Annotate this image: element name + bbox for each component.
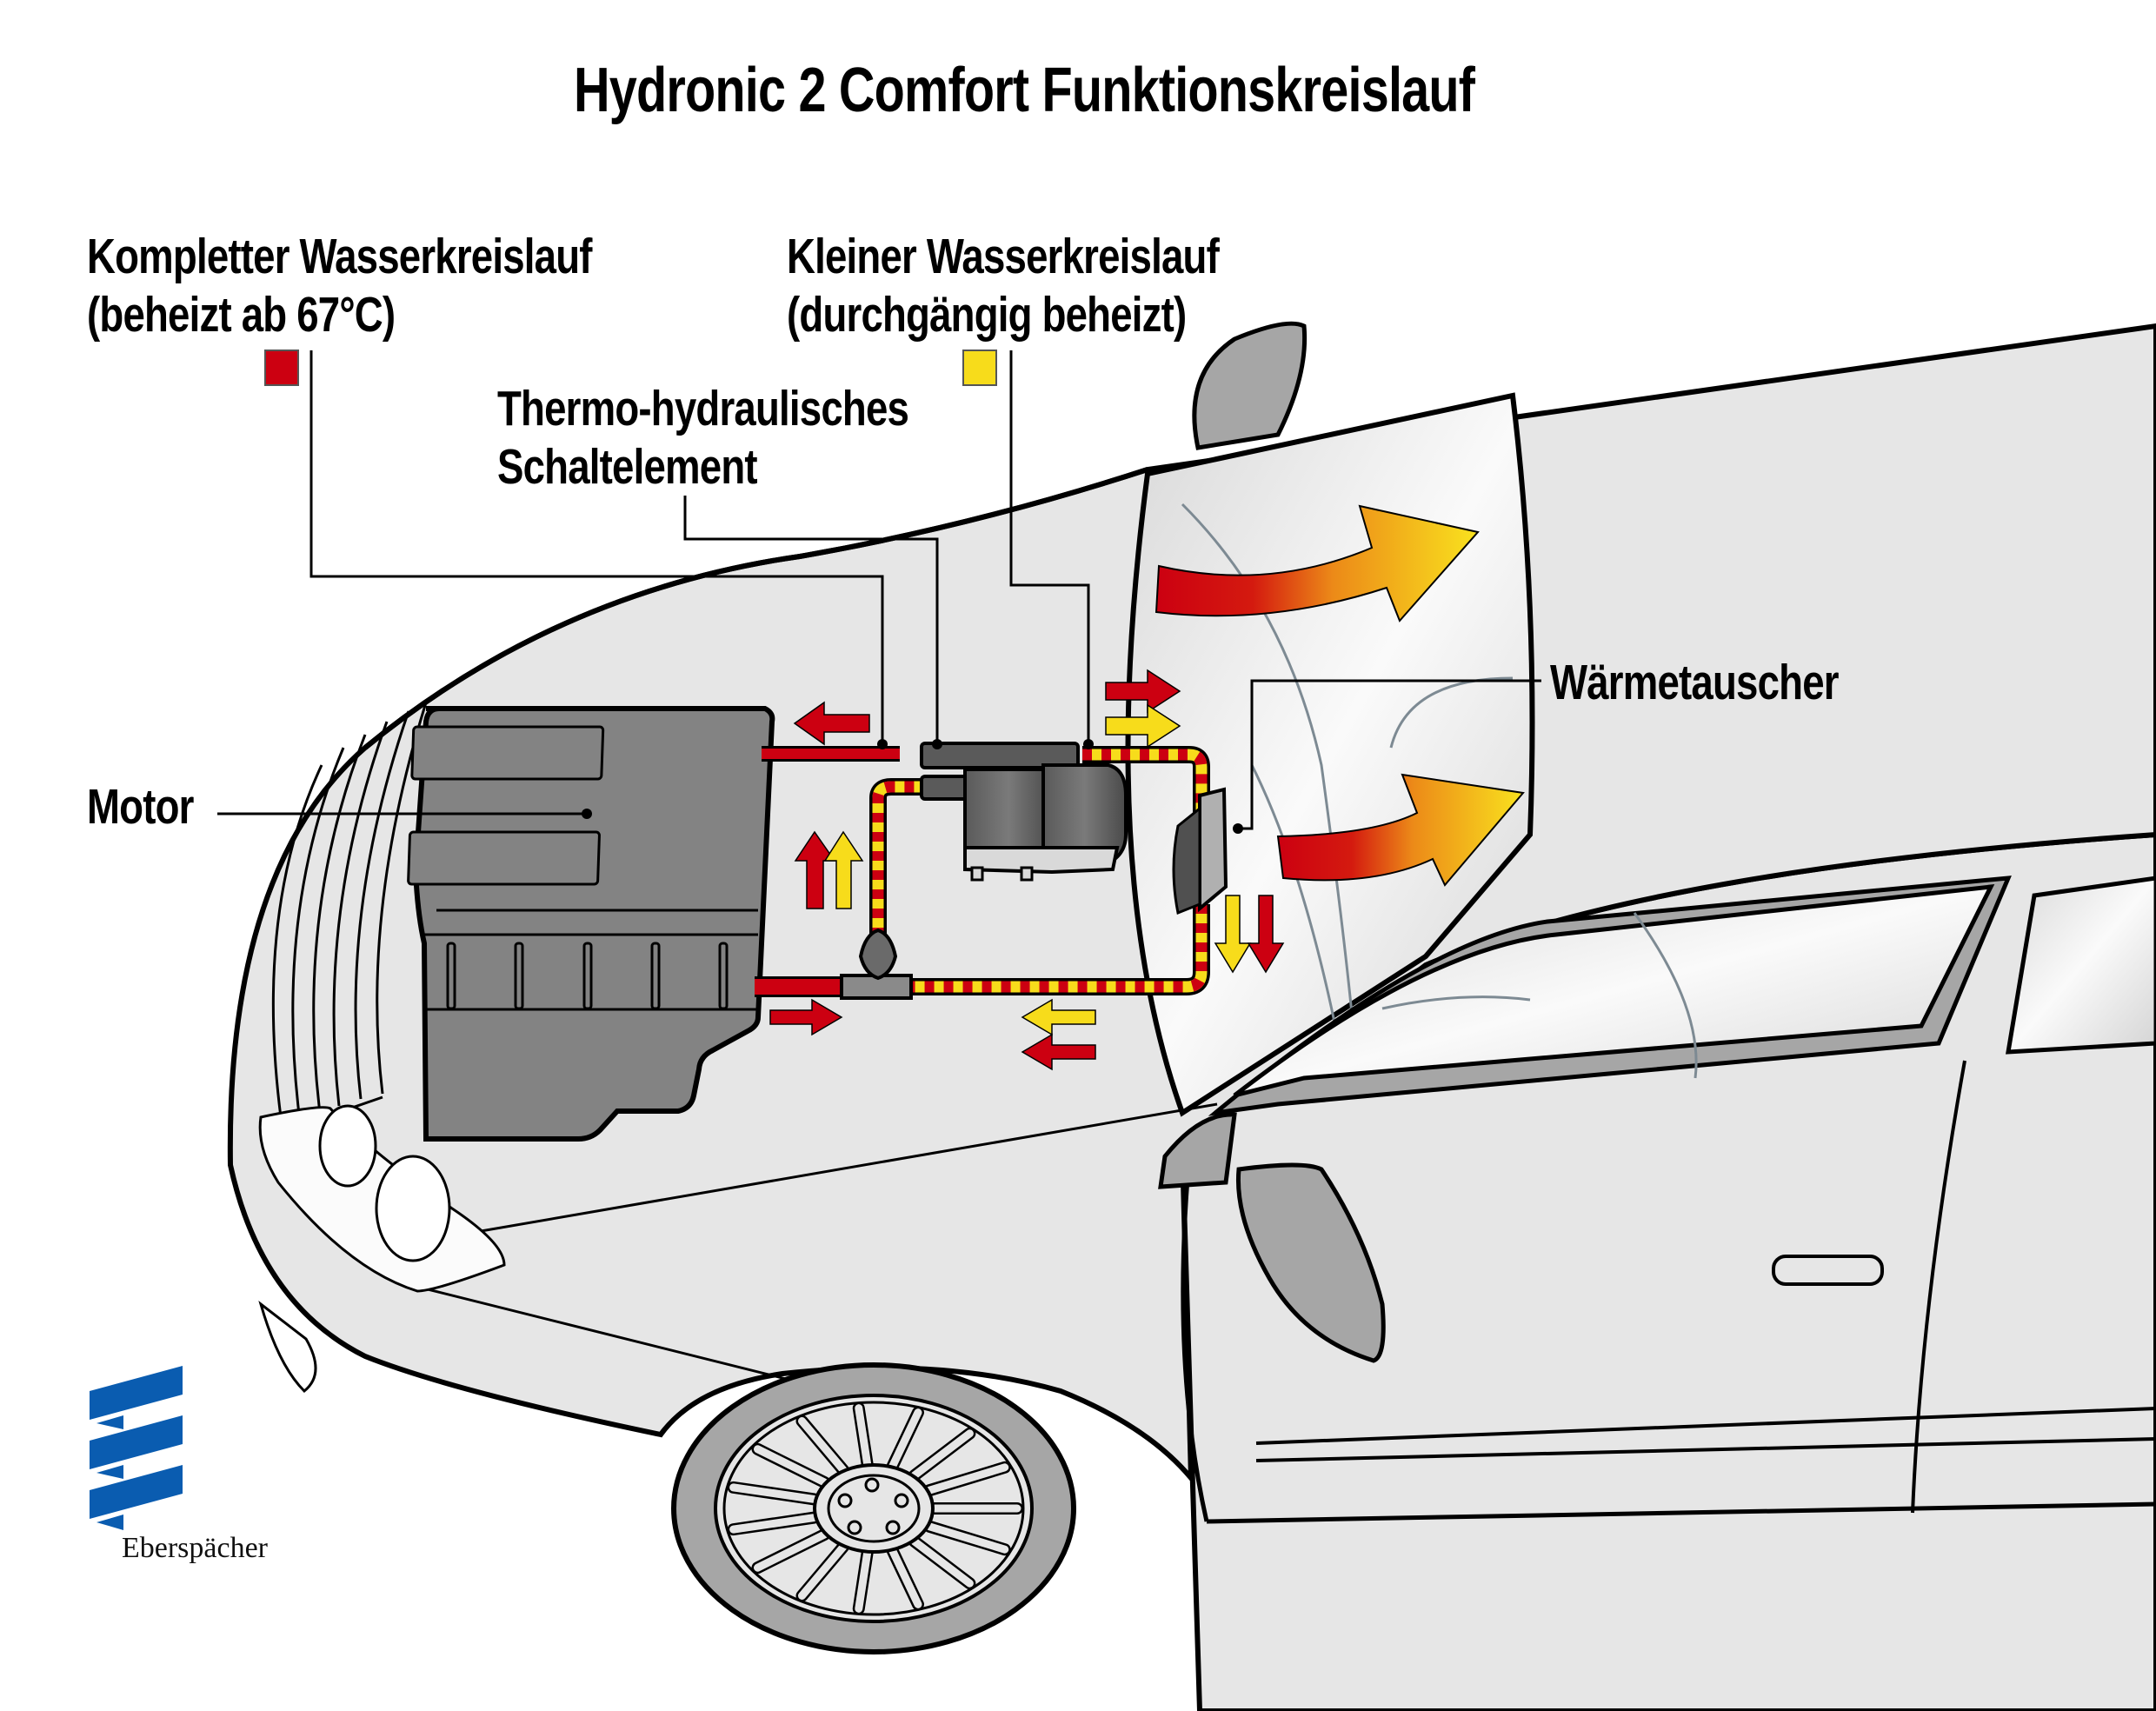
legend-small-circuit: Kleiner Wasserkreislauf (durchgängig beh…: [787, 228, 1220, 345]
callout-switch-line2: Schaltelement: [497, 439, 758, 496]
wheel-spoke: [910, 1429, 974, 1480]
arrow-red-right-top: [1105, 669, 1181, 714]
wheel-spoke: [754, 1530, 828, 1572]
door-handle: [1772, 1255, 1884, 1286]
door: [1181, 1060, 2156, 1524]
callout-switch-element: Thermo-hydraulisches Schaltelement: [497, 380, 909, 497]
leader-heat-exchanger: [1239, 679, 1541, 830]
wheel-spoke: [798, 1542, 848, 1600]
leader-switch: [683, 496, 939, 741]
arrow-red-left-bottom: [1021, 1033, 1096, 1071]
arrow-red-left-top: [793, 701, 870, 746]
headlight: [258, 1104, 506, 1293]
pipe-small-circuit: [869, 746, 1210, 995]
side-window-rear: [2006, 875, 2156, 1055]
warm-air-arrow-lower: [1276, 773, 1525, 887]
engine-block: [407, 706, 775, 1142]
wheel-spoke: [754, 1445, 828, 1487]
warm-air-arrow-upper: [1155, 504, 1480, 622]
warm-air-arrows: [1155, 504, 1525, 887]
wheel-spoke: [910, 1537, 974, 1588]
wheel-spoke: [729, 1514, 819, 1534]
legend-swatch-yellow: [962, 350, 997, 386]
eberspaecher-logo: [90, 1366, 183, 1530]
wheel-spoke: [729, 1483, 819, 1503]
arrow-yellow-up: [823, 830, 864, 909]
front-wheel: [671, 1362, 1076, 1654]
arrow-red-right-bottom: [769, 998, 843, 1036]
page-title: Hydronic 2 Comfort Funktionskreislauf: [574, 56, 1475, 125]
side-window-front: [1208, 875, 2012, 1116]
wheel-spoke: [925, 1463, 1009, 1495]
callout-engine: Motor: [87, 779, 194, 835]
legend-complete-circuit-line2: (beheizt ab 67°C): [87, 287, 396, 343]
legend-complete-circuit: Kompletter Wasserkreislauf (beheizt ab 6…: [87, 228, 592, 345]
callout-switch-line1: Thermo-hydraulisches: [497, 381, 909, 436]
roof-fin: [1192, 321, 1308, 450]
arrow-yellow-right-top: [1105, 703, 1181, 749]
heat-exchanger: [1172, 787, 1228, 915]
wheel-spoke: [888, 1547, 922, 1608]
callout-heat-exchanger: Wärmetauscher: [1550, 655, 1840, 710]
legend-complete-circuit-line1: Kompletter Wasserkreislauf: [87, 229, 592, 284]
legend-swatch-red: [264, 350, 299, 386]
arrow-red-up: [794, 830, 836, 909]
wheel-spoke: [798, 1417, 848, 1475]
brand-name: Eberspächer: [122, 1532, 269, 1564]
wheel-spoke: [855, 1548, 872, 1613]
wheel-spoke: [855, 1404, 872, 1468]
wheel-spoke: [888, 1408, 922, 1470]
leader-small-circuit: [1009, 350, 1090, 741]
leader-lines: [217, 350, 1541, 830]
flow-arrows: [769, 669, 1285, 1071]
t-fitting: [840, 928, 913, 1000]
wheel-spoke: [925, 1522, 1009, 1554]
side-mirror: [1158, 1112, 1386, 1363]
legend-small-circuit-line1: Kleiner Wasserkreislauf: [787, 229, 1220, 284]
arrow-yellow-left-bottom: [1021, 998, 1096, 1036]
arrow-red-down: [1247, 895, 1285, 974]
leader-complete-circuit: [309, 350, 884, 741]
legend-small-circuit-line2: (durchgängig beheizt): [787, 287, 1187, 343]
arrow-yellow-down: [1214, 895, 1252, 974]
heater-unit: [920, 742, 1128, 882]
